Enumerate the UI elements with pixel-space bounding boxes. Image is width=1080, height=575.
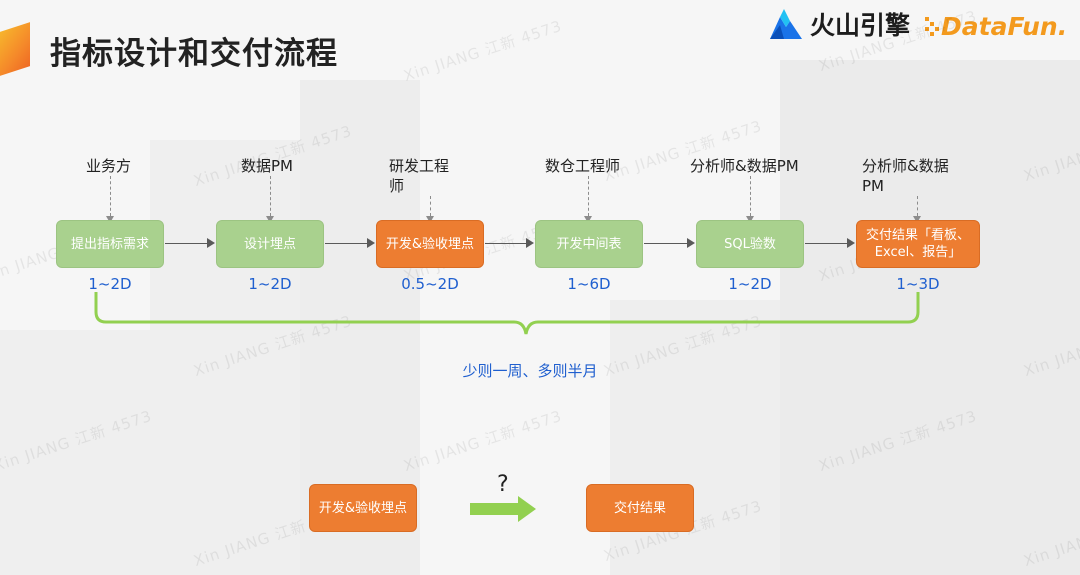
flow-arrow	[325, 238, 375, 248]
step-box-tracking-design: 设计埋点	[216, 220, 324, 268]
watermark: Xin JIANG 江新 4573	[401, 16, 565, 86]
duration-label: 0.5~2D	[401, 275, 459, 293]
watermark: Xin JIANG 江新 4573	[1021, 502, 1080, 571]
step-box-middle-table: 开发中间表	[535, 220, 643, 268]
dashed-connector	[426, 196, 434, 223]
duration-label: 1~3D	[896, 275, 940, 293]
green-arrow-icon	[470, 496, 536, 522]
role-label: 数据PM	[241, 157, 293, 175]
datafun-dots-icon	[925, 16, 939, 36]
duration-label: 1~2D	[728, 275, 772, 293]
dashed-connector	[266, 176, 274, 223]
role-label: 研发工程师	[389, 157, 450, 195]
dashed-connector	[106, 176, 114, 223]
dashed-connector	[746, 176, 754, 223]
question-mark: ?	[497, 472, 509, 497]
datafun-logo: DataFun.	[925, 12, 1067, 41]
watermark: Xin JIANG 江新 4573	[0, 406, 155, 476]
flow-arrow	[485, 238, 534, 248]
step-box-sql-verify: SQL验数	[696, 220, 804, 268]
dashed-connector	[913, 196, 921, 223]
flow-arrow	[805, 238, 855, 248]
duration-label: 1~2D	[248, 275, 292, 293]
watermark: Xin JIANG 江新 4573	[1021, 312, 1080, 381]
page-title: 指标设计和交付流程	[50, 36, 338, 72]
summary-text: 少则一周、多则半月	[462, 362, 598, 380]
role-label: 数仓工程师	[545, 157, 621, 175]
volcano-engine-name: 火山引擎	[810, 11, 911, 40]
dashed-connector	[584, 176, 592, 223]
role-label: 分析师&数据PM	[862, 157, 949, 195]
summary-brace	[94, 292, 920, 335]
step-box-tracking-dev: 开发&验收埋点	[376, 220, 484, 268]
role-label: 分析师&数据PM	[690, 157, 799, 175]
watermark: Xin JIANG 江新 4573	[816, 406, 980, 476]
duration-label: 1~6D	[567, 275, 611, 293]
volcano-engine-logo: 火山引擎	[768, 6, 910, 42]
bottom-box-tracking-dev: 开发&验收埋点	[309, 484, 417, 532]
datafun-name: DataFun.	[941, 12, 1068, 41]
title-accent-shape	[0, 22, 30, 76]
flow-arrow	[644, 238, 695, 248]
watermark: Xin JIANG 江新 4573	[401, 406, 565, 476]
step-box-requirement: 提出指标需求	[56, 220, 164, 268]
volcano-mountain-icon	[770, 9, 802, 39]
role-label: 业务方	[86, 157, 132, 175]
duration-label: 1~2D	[88, 275, 132, 293]
watermark: Xin JIANG 江新 4573	[1021, 117, 1080, 186]
step-box-delivery: 交付结果「看板、Excel、报告」	[856, 220, 980, 268]
flow-arrow	[165, 238, 215, 248]
bottom-box-delivery: 交付结果	[586, 484, 694, 532]
